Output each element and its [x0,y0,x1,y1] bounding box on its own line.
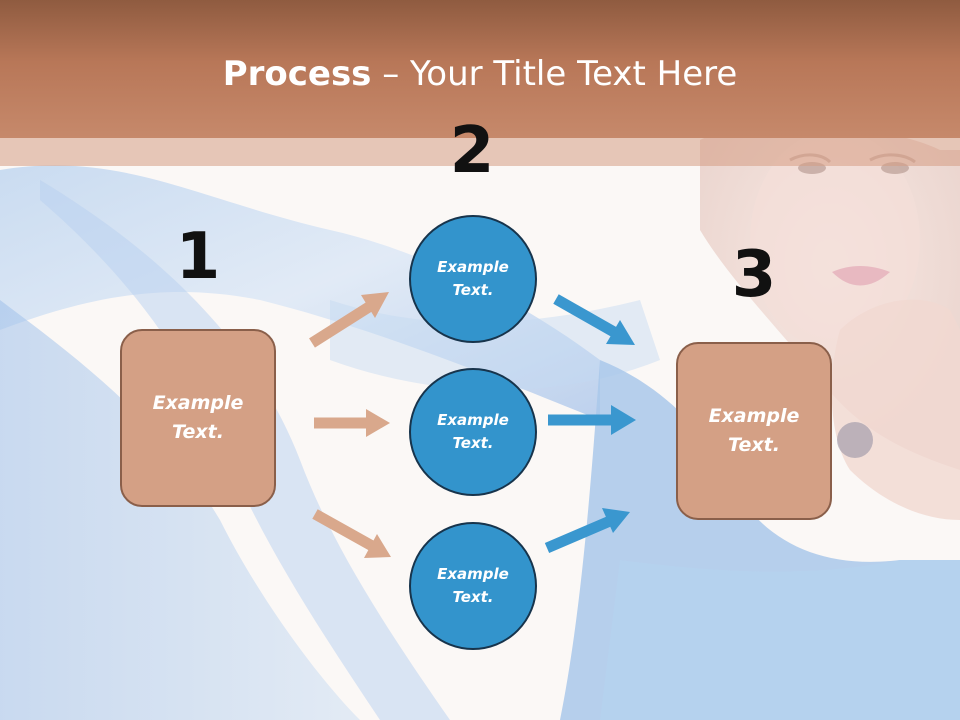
process-circle-middle-text: Example Text. [437,411,509,452]
process-circle-bottom-text: Example Text. [437,565,509,606]
process-circle-top-text: Example Text. [437,258,509,299]
step-number-2: 2 [449,114,495,188]
step-number-3: 3 [731,238,777,312]
process-circle-top: Example Text. [409,215,537,343]
process-box-right-text: Example Text. [708,405,800,456]
process-box-right: Example Text. [676,342,832,520]
slide-title: Process – Your Title Text Here [0,52,960,96]
process-box-left-text: Example Text. [152,392,244,443]
slide-title-bold: Process [222,54,372,94]
process-box-left: Example Text. [120,329,276,507]
process-circle-middle: Example Text. [409,368,537,496]
title-bar [0,0,960,138]
step-number-1: 1 [175,220,221,294]
process-circle-bottom: Example Text. [409,522,537,650]
title-bar-band [0,138,960,166]
slide-title-rest: – Your Title Text Here [371,54,738,94]
